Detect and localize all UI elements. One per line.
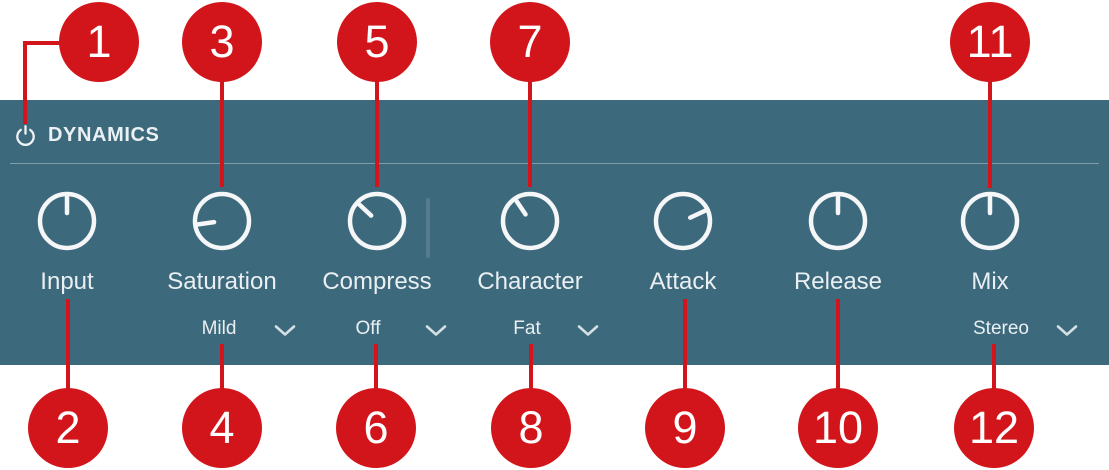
compress-mode-dropdown[interactable]: Off: [355, 318, 381, 339]
mix-knob-label: Mix: [971, 268, 1009, 295]
knob-pointer: [688, 208, 708, 220]
release-knob-label: Release: [793, 268, 883, 295]
input-knob-label: Input: [40, 268, 94, 295]
callout-4: 4: [182, 388, 262, 468]
chevron-down-icon[interactable]: [577, 324, 599, 337]
saturation-knob[interactable]: [190, 189, 254, 253]
saturation-knob-label: Saturation: [167, 268, 277, 295]
knob-group-separator: [426, 198, 430, 258]
chevron-down-icon[interactable]: [274, 324, 296, 337]
attack-knob[interactable]: [651, 189, 715, 253]
input-knob[interactable]: [35, 189, 99, 253]
callout-11: 11: [950, 2, 1030, 82]
knob-pointer: [195, 219, 217, 227]
knob-pointer: [357, 202, 374, 218]
callout-3: 3: [182, 2, 262, 82]
attack-knob-label: Attack: [649, 268, 717, 295]
callout-2: 2: [28, 388, 108, 468]
callout-line-12: [992, 344, 996, 390]
power-icon[interactable]: [14, 124, 37, 147]
knob-pointer: [514, 198, 528, 217]
compress-knob[interactable]: [345, 189, 409, 253]
callout-line-6: [374, 344, 378, 390]
character-knob-label: Character: [477, 268, 583, 295]
callout-5: 5: [337, 2, 417, 82]
callout-line-3: [220, 80, 224, 187]
callout-12: 12: [954, 388, 1034, 468]
character-knob[interactable]: [498, 189, 562, 253]
compress-knob-label: Compress: [322, 268, 432, 295]
callout-line-9: [683, 299, 687, 390]
chevron-down-icon[interactable]: [425, 324, 447, 337]
callout-line-5: [375, 80, 379, 187]
callout-1: 1: [59, 2, 139, 82]
mix-knob[interactable]: [958, 189, 1022, 253]
callout-line-1: [23, 41, 61, 45]
callout-line-8: [529, 344, 533, 390]
callout-line-2: [66, 299, 70, 390]
saturation-mode-dropdown[interactable]: Mild: [201, 318, 237, 339]
release-knob[interactable]: [806, 189, 870, 253]
callout-line-4: [220, 344, 224, 390]
callout-line-11: [988, 80, 992, 188]
mix-mode-dropdown[interactable]: Stereo: [973, 318, 1029, 339]
dynamics-panel: DYNAMICS: [0, 100, 1109, 365]
header-divider: [10, 163, 1099, 164]
panel-title: DYNAMICS: [48, 123, 160, 146]
callout-8: 8: [491, 388, 571, 468]
callout-line-10: [836, 299, 840, 390]
callout-line-1: [23, 41, 27, 124]
character-mode-dropdown[interactable]: Fat: [513, 318, 541, 339]
callout-9: 9: [645, 388, 725, 468]
callout-10: 10: [798, 388, 878, 468]
callout-6: 6: [336, 388, 416, 468]
panel-header: DYNAMICS: [14, 122, 159, 148]
chevron-down-icon[interactable]: [1056, 324, 1078, 337]
callout-line-7: [528, 80, 532, 187]
callout-7: 7: [490, 2, 570, 82]
